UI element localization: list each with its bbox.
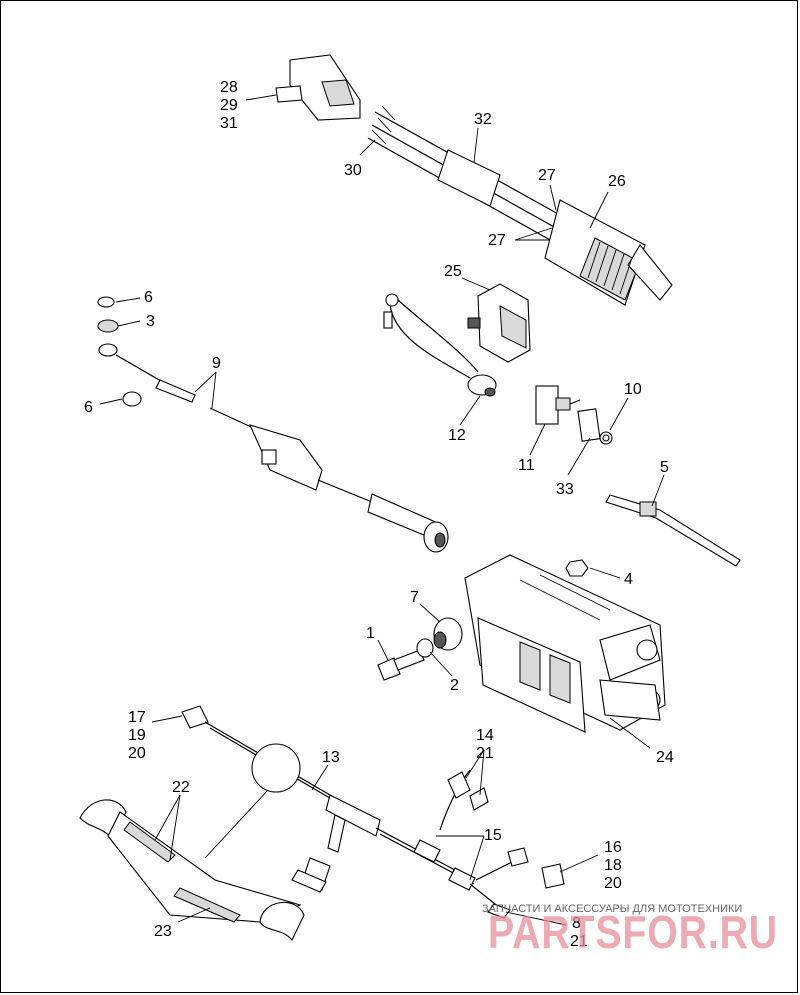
callout-label: 22 (172, 779, 190, 796)
toggle-switch (535, 385, 613, 445)
callout-label: 11 (518, 457, 535, 474)
callout-label: 12 (448, 427, 466, 444)
callout-label: 17 (128, 709, 146, 726)
callout-label: 14 (476, 727, 494, 744)
callout-label: 32 (474, 111, 492, 128)
callout-label: 20 (604, 875, 622, 892)
heated-pad (79, 799, 305, 942)
callout-label: 28 (220, 79, 238, 96)
callout-label: 13 (322, 749, 340, 766)
callout-label: 6 (144, 289, 153, 306)
wire-harness-top (367, 105, 561, 242)
watermark: ЗАПЧАСТИ И АКСЕССУАРЫ ДЛЯ МОТОТЕХНИКИ PA… (482, 903, 778, 958)
callout-label: 24 (656, 749, 674, 766)
callout-label: 5 (660, 459, 669, 476)
callout-label: 18 (604, 857, 622, 874)
callout-label: 19 (128, 727, 146, 744)
callout-label: 26 (608, 173, 626, 190)
rocker-switch (467, 283, 531, 363)
callout-label: 6 (84, 399, 93, 416)
callout-label: 9 (212, 355, 221, 372)
main-harness (181, 705, 565, 919)
callout-label: 27 (538, 167, 556, 184)
callout-label: 30 (344, 162, 362, 179)
callout-label: 1 (366, 625, 375, 642)
callout-label: 7 (410, 589, 419, 606)
callout-labels: 28 29 31 32 30 27 26 27 25 6 3 9 6 12 11… (84, 79, 674, 950)
callout-label: 29 (220, 97, 238, 114)
callout-label: 23 (154, 923, 172, 940)
callout-label: 4 (624, 571, 633, 588)
callout-label: 3 (146, 313, 155, 330)
ground-cable (97, 296, 449, 553)
mounting-hardware (377, 559, 589, 681)
callout-label: 21 (476, 745, 494, 762)
switch-connector (544, 199, 673, 306)
watermark-caption: ЗАПЧАСТИ И АКСЕССУАРЫ ДЛЯ МОТОТЕХНИКИ (482, 903, 742, 915)
callout-label: 25 (444, 263, 462, 280)
connector-housing (275, 54, 361, 121)
callout-label: 21 (570, 933, 588, 950)
control-module (464, 554, 666, 733)
callout-label: 31 (220, 115, 238, 132)
callout-label: 16 (604, 839, 622, 856)
leader-lines (99, 94, 665, 926)
cable-tie (605, 494, 741, 567)
callout-label: 2 (450, 677, 459, 694)
callout-label: 15 (484, 827, 502, 844)
callout-label: 8 (572, 915, 581, 932)
callout-label: 33 (556, 481, 574, 498)
indicator-lamp-harness (383, 293, 497, 397)
watermark-brand: PARTSFOR.RU (488, 906, 778, 958)
callout-label: 20 (128, 745, 146, 762)
callout-label: 10 (624, 381, 642, 398)
callout-label: 27 (488, 232, 506, 249)
